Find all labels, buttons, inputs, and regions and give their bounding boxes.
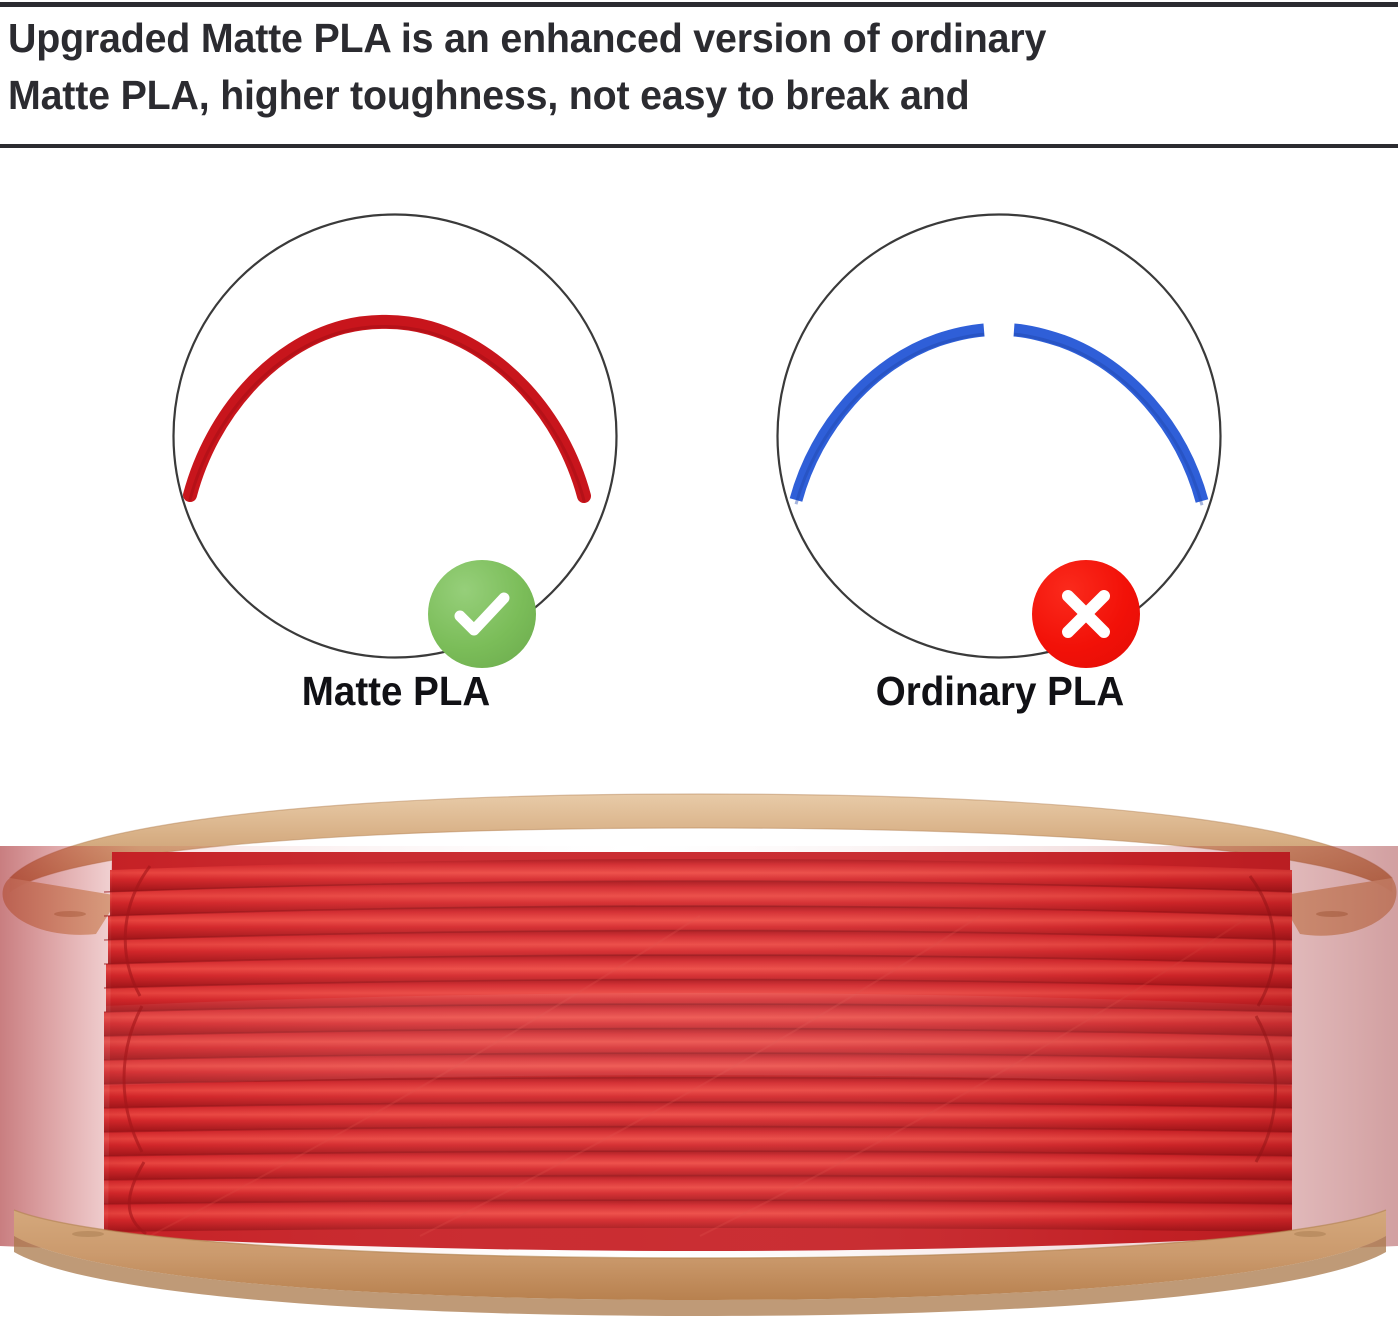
spool-flange-bottom [14,1210,1386,1300]
comparison-illustration: Matte PLA Or [0,160,1398,760]
comparison-panel-ordinary: Ordinary PLA [720,160,1280,760]
comparison-panel-matte: Matte PLA [116,160,676,760]
spool-flange-top [10,794,1392,892]
panel-caption-ordinary: Ordinary PLA [875,668,1125,714]
bubble-circle-matte [172,213,618,659]
headline-text: Upgraded Matte PLA is an enhanced versio… [8,15,1047,118]
header-divider [0,144,1398,148]
status-badge-good [428,560,536,668]
status-badge-bad [1032,560,1140,668]
cross-icon [1062,590,1110,638]
top-rule [0,2,1398,7]
panel-caption-matte: Matte PLA [301,668,491,714]
product-photo-spool [0,766,1398,1343]
check-icon [454,592,510,636]
wound-filament [0,846,1398,1256]
bubble-circle-ordinary [776,213,1222,659]
